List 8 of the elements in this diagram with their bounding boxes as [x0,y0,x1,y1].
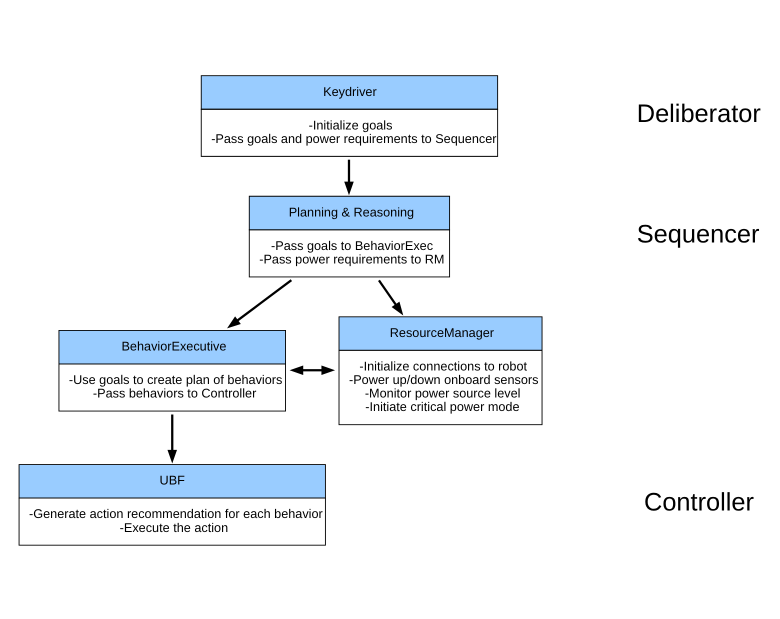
label: Sequencer [636,220,760,248]
label: Deliberator [636,99,761,128]
arrow [378,279,404,315]
arrow [290,365,336,375]
arrow [227,278,292,328]
arrow [344,159,354,195]
arrow [167,414,178,464]
label: Controller [644,488,754,516]
